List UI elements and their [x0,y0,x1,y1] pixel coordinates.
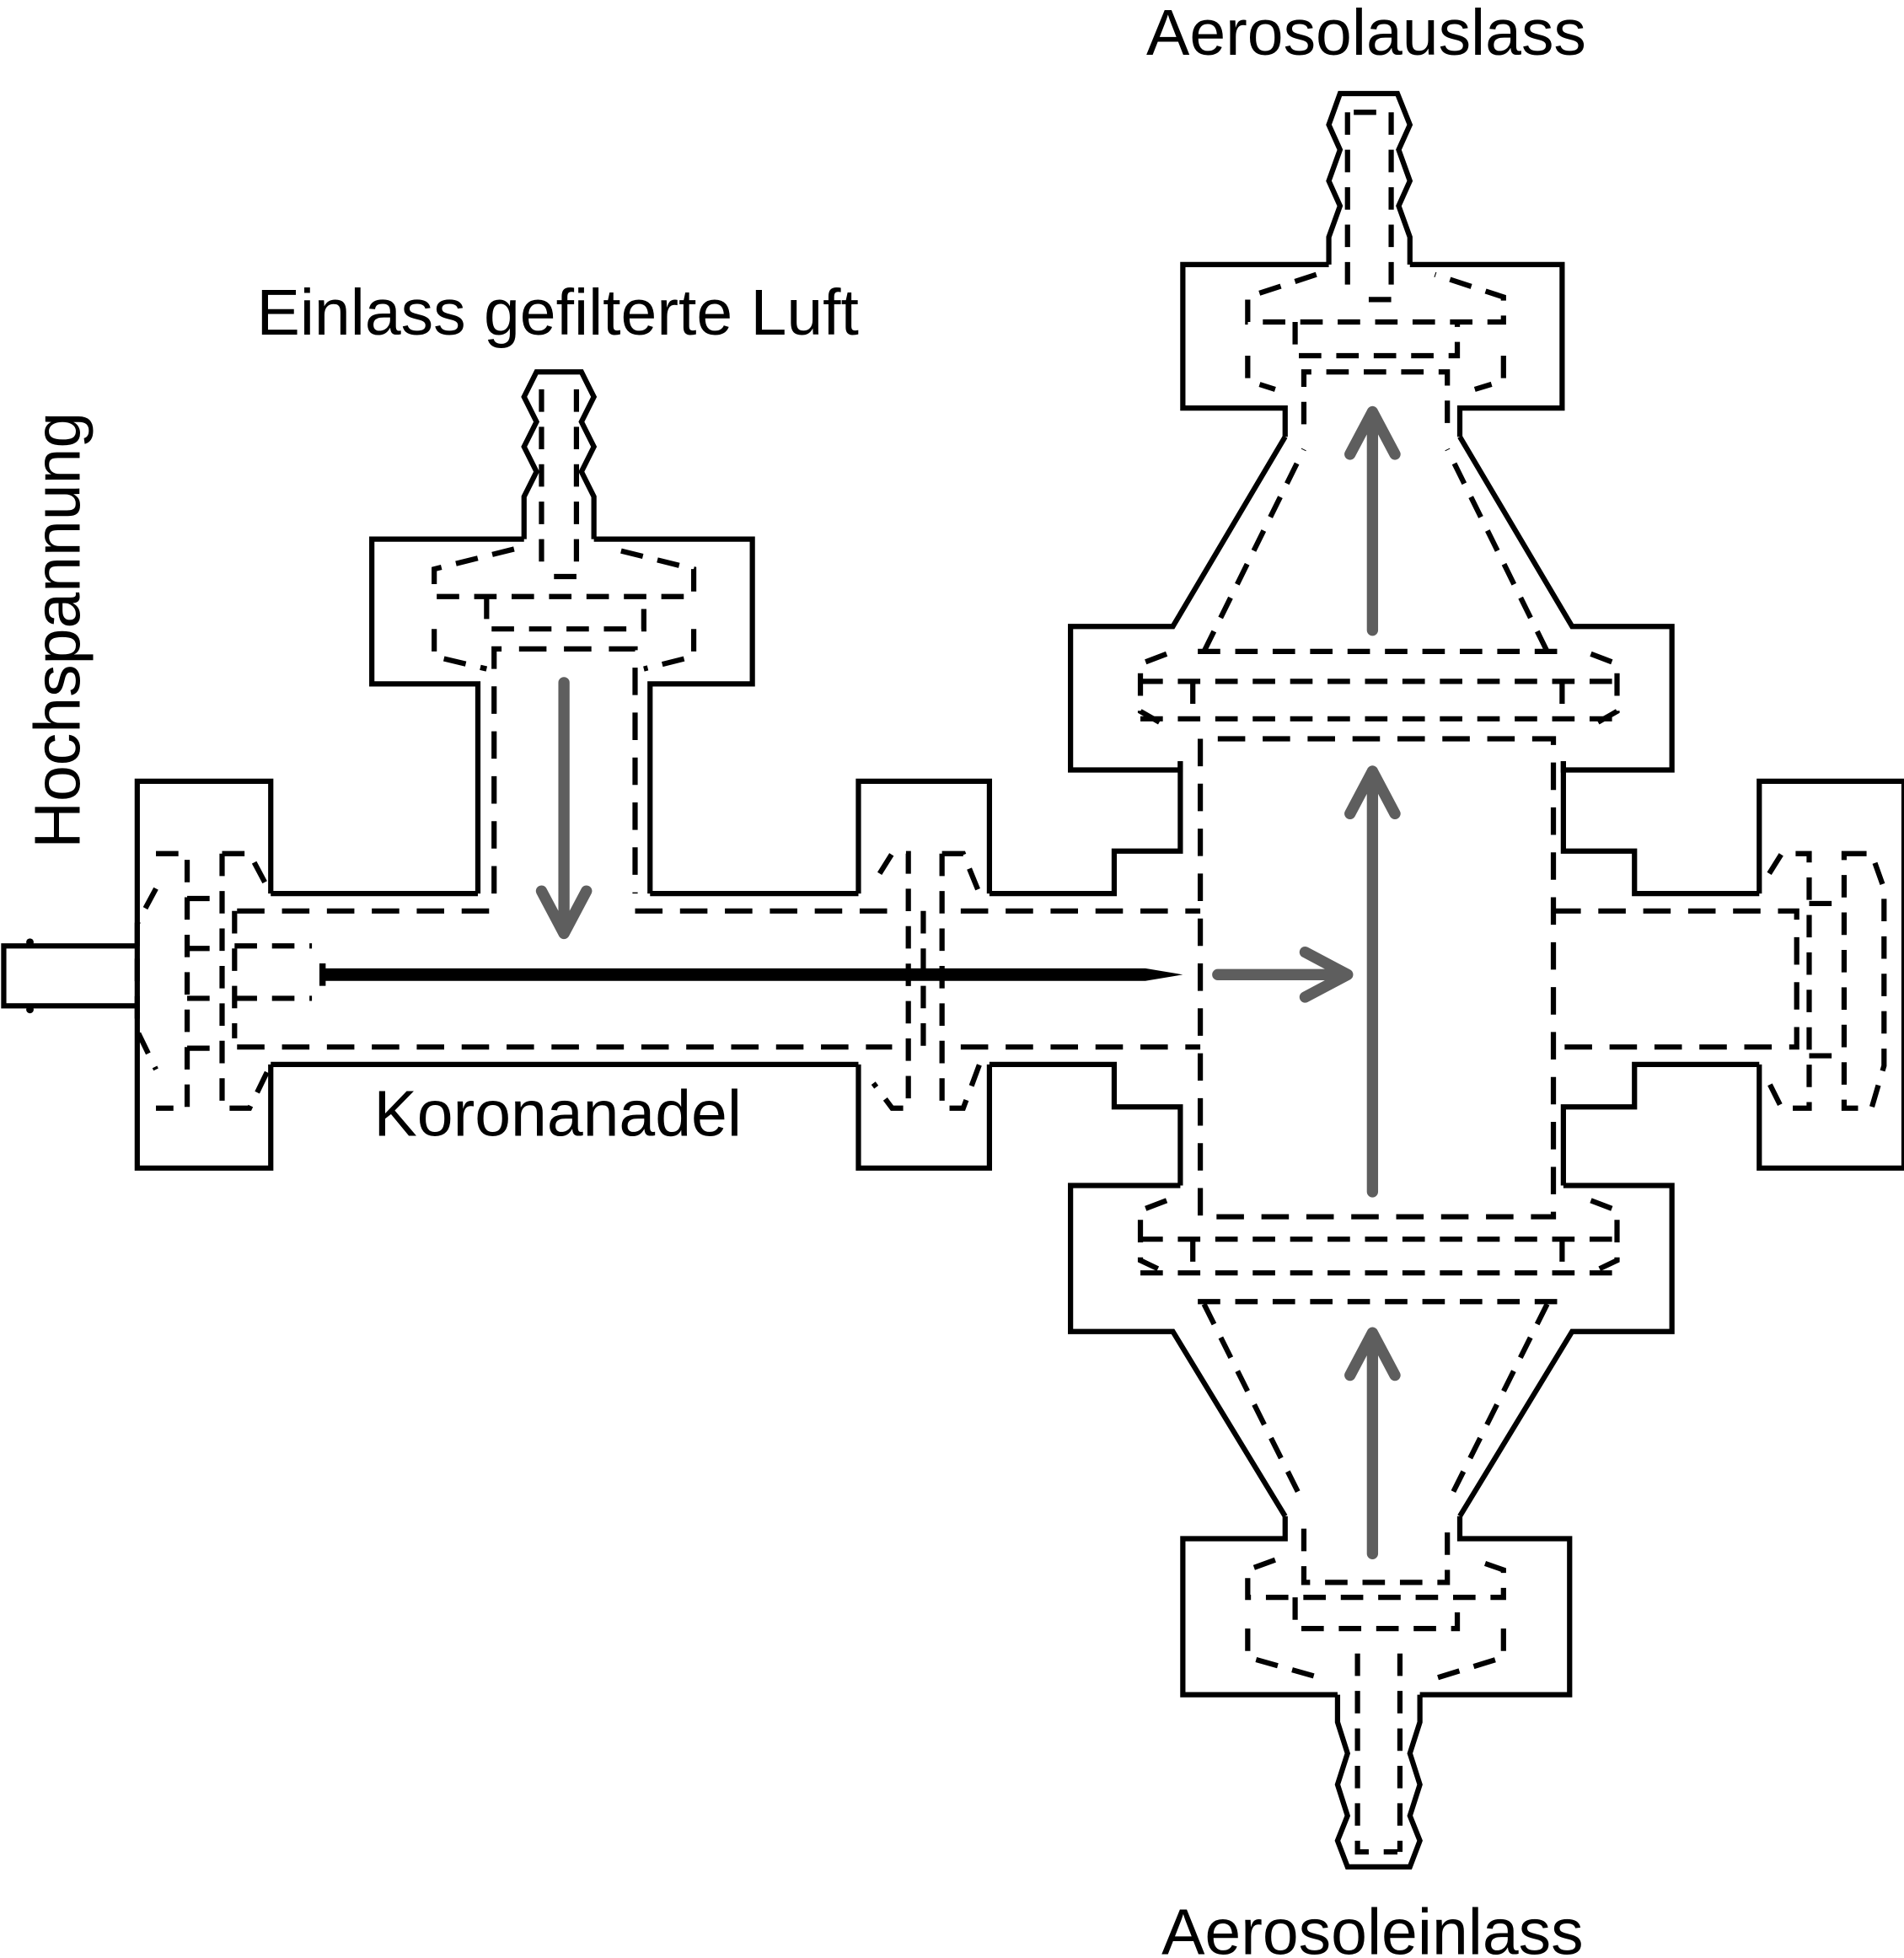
aerosol-inlet-label: Aerosoleinlass [1161,1896,1584,1958]
filtered-air-inlet-fitting [369,369,755,894]
ion-flow-arrow [1212,947,1354,1003]
left-end-fitting [134,778,313,1171]
upper-filter-holder [1068,435,1675,773]
charging-chamber [1197,736,1799,1220]
aerosol-inlet-fitting [1180,1515,1573,1870]
high-voltage-connector [1,938,140,1014]
chamber-flow-arrow [1344,765,1401,1198]
high-voltage-label: Hochspannung [22,412,94,849]
corona-needle-label: Koronanadel [373,1077,741,1150]
lower-filter-holder [1068,1183,1675,1518]
outlet-flow-arrow [1344,405,1401,636]
chamber-feed-tube [960,761,1201,1186]
right-end-fitting [1757,778,1904,1171]
filtered-air-flow-arrow [535,677,593,940]
filtered-air-inlet-label: Einlass gefilterte Luft [256,276,858,349]
aerosol-outlet-fitting [1180,90,1565,437]
inlet-flow-arrow [1344,1327,1401,1559]
aerosol-outlet-label: Aerosolauslass [1146,0,1586,69]
corona-needle [319,963,1183,986]
main-tube [237,890,893,1068]
